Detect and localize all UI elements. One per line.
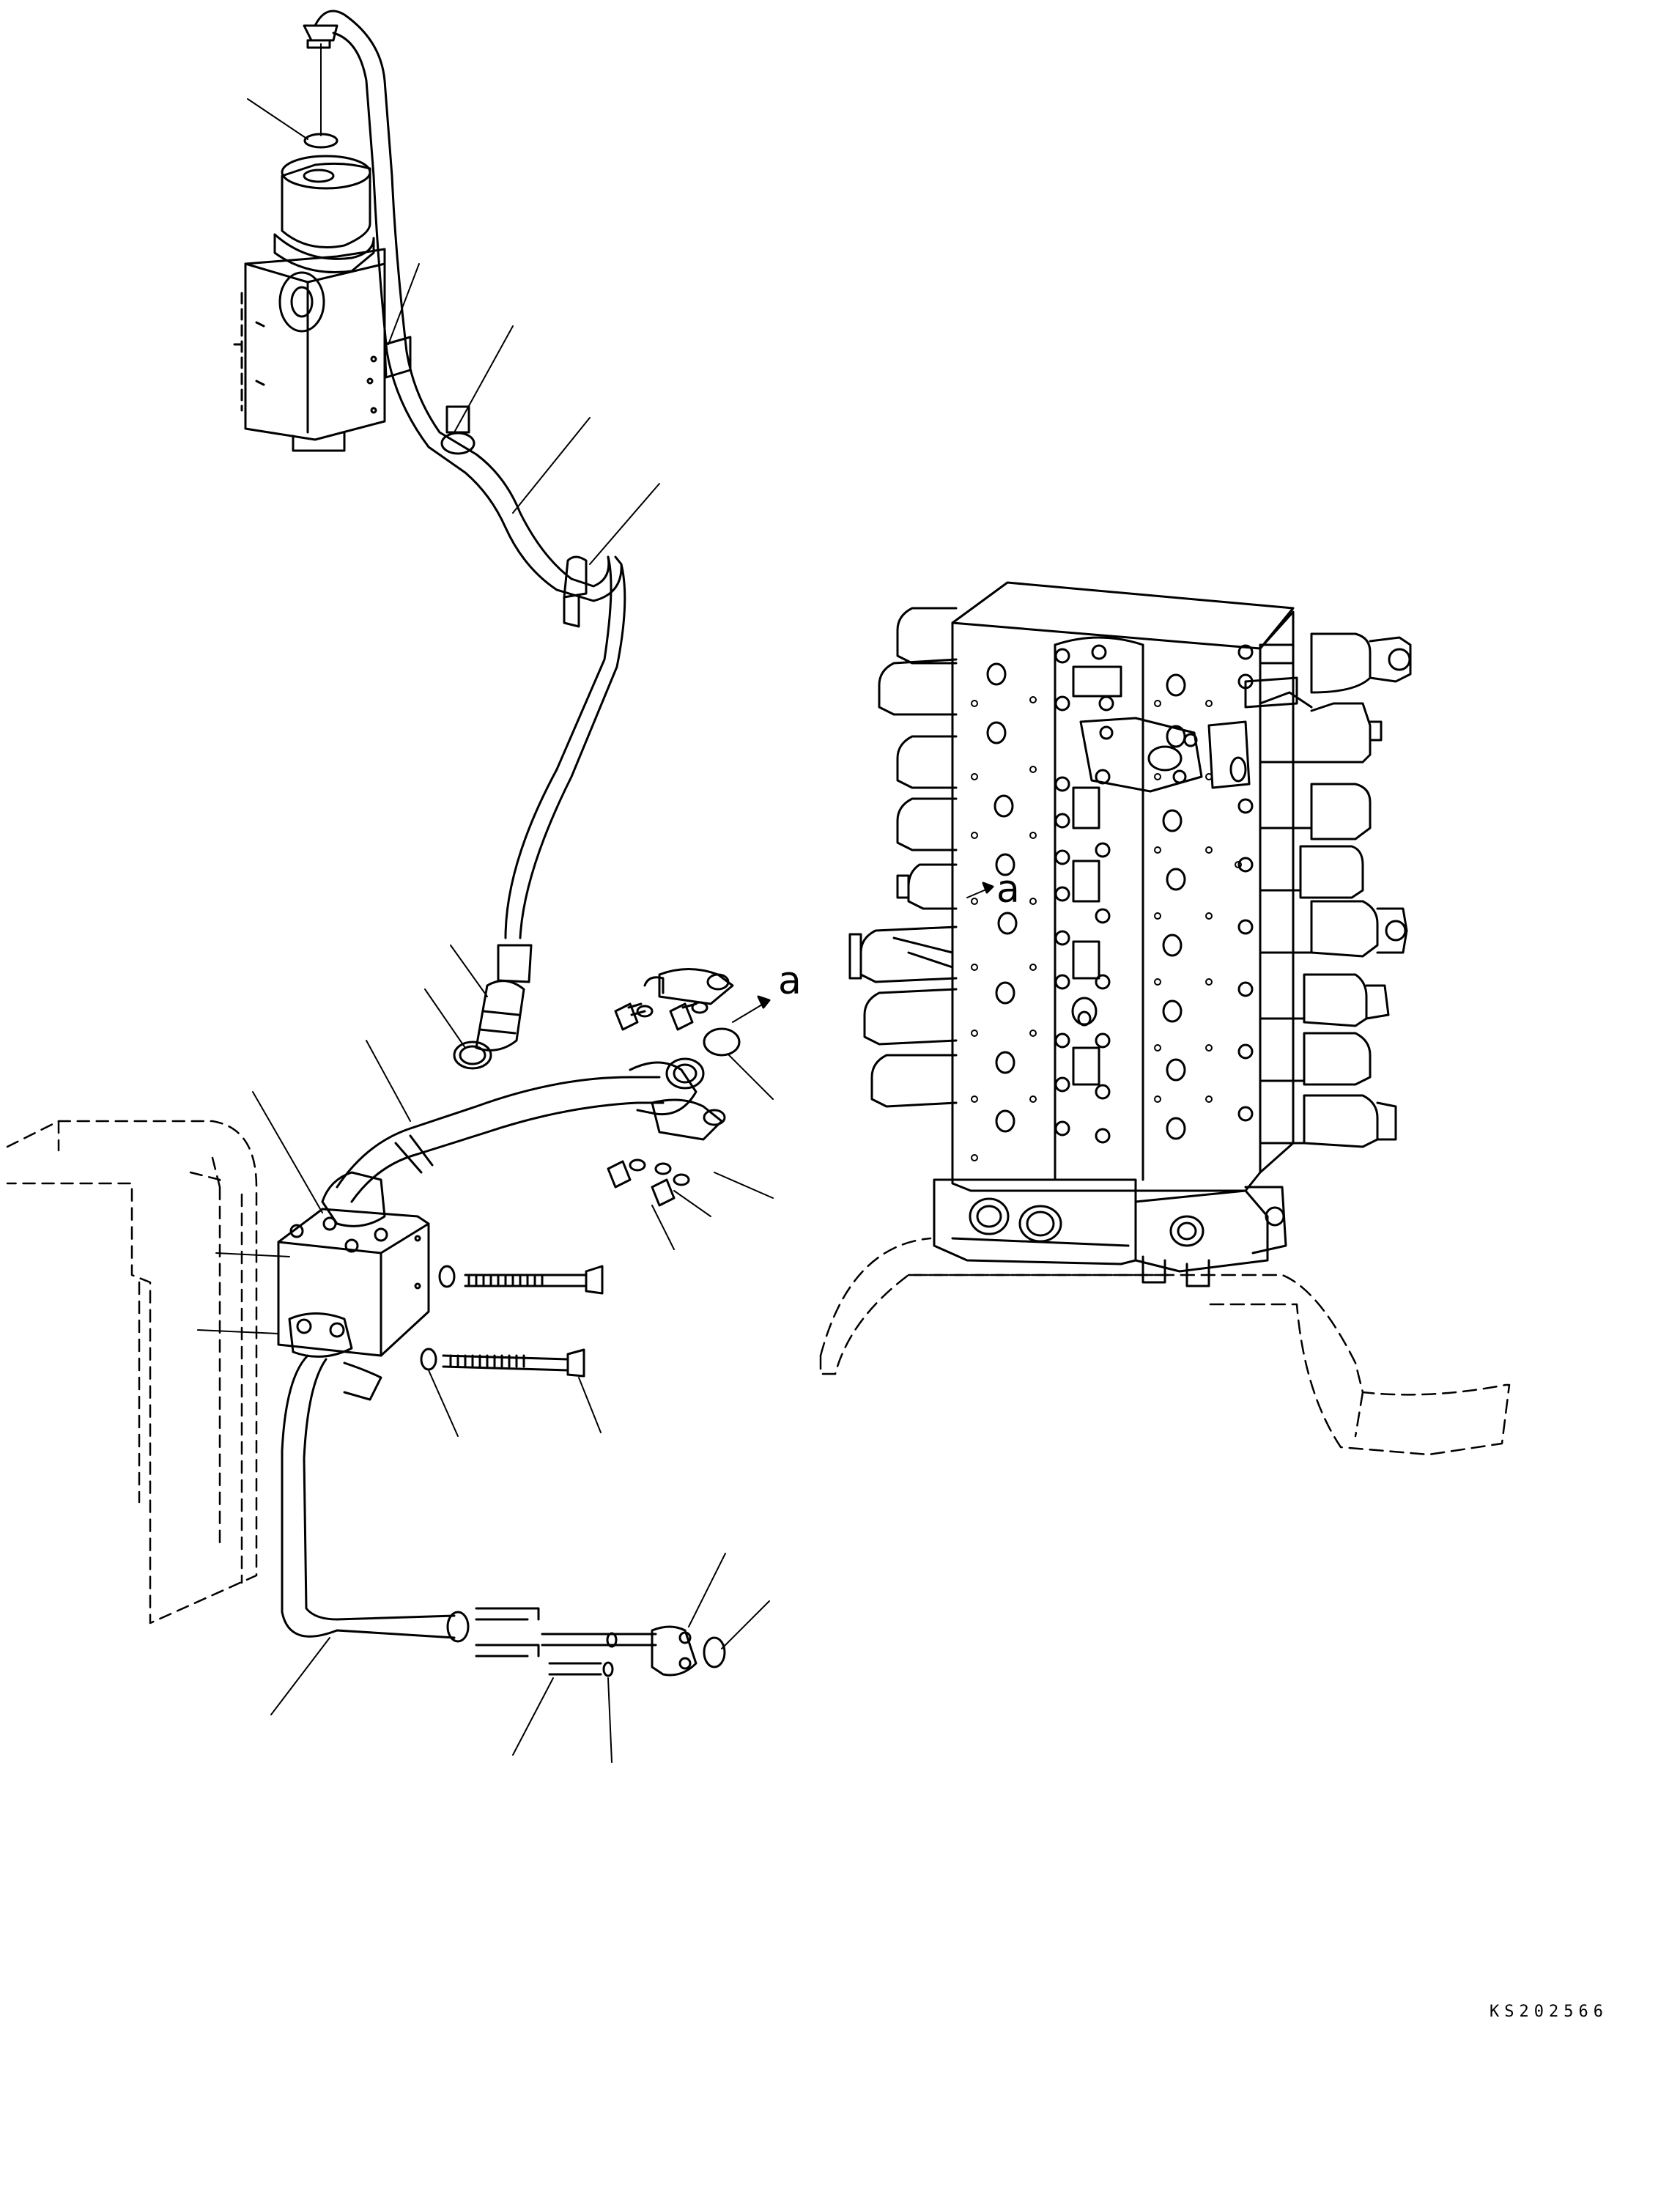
- long-hose: [453, 555, 626, 1070]
- relief-valve-block: [233, 155, 386, 452]
- frame-phantom-left: [6, 1120, 258, 1625]
- o-ring-a: [703, 1027, 741, 1057]
- valve-support-phantom: [819, 1237, 1511, 1456]
- arrow-a-on-valve: [966, 882, 994, 898]
- split-flange-upper: [614, 968, 734, 1031]
- upper-hose: [303, 10, 623, 628]
- lower-hose: [281, 1354, 470, 1643]
- leader-lines-upper: [247, 98, 660, 1049]
- manifold-block: [277, 1208, 604, 1378]
- bottom-flange: [475, 1607, 726, 1677]
- leader-lines-lower: [197, 1040, 774, 1763]
- arrow-to-a: [732, 995, 771, 1023]
- ref-label-a-valve: a: [996, 868, 1020, 912]
- big-hose: [321, 1057, 705, 1227]
- main-control-valve: [848, 581, 1412, 1287]
- drawing-code: KS202566: [1490, 2003, 1608, 2021]
- ref-label-a-left: a: [778, 959, 802, 1003]
- split-flange-lower: [607, 1098, 726, 1207]
